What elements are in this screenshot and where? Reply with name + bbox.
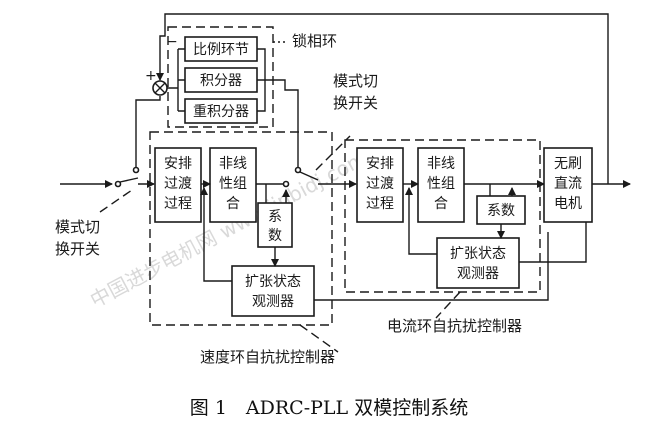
speed-eso-to-td: [200, 187, 232, 282]
current-nlsef-line3: 合: [434, 196, 448, 212]
current-eso-line1: 扩张状态: [450, 246, 506, 262]
sum-output-line: [135, 96, 161, 170]
top-feedback-line: [156, 13, 609, 184]
speed-td-line2: 过渡: [164, 176, 192, 192]
switch-left-blade: [119, 178, 154, 184]
speed-coef-line2: 数: [268, 228, 282, 244]
pll-dashed-box: [167, 26, 274, 128]
current-td-line2: 过渡: [366, 176, 394, 192]
switch-right-blade: [299, 171, 356, 184]
switch-left-leader: [99, 189, 133, 213]
current-eso-line2: 观测器: [457, 266, 499, 282]
switch-left-contact: [114, 180, 122, 188]
switch-right-leader: [315, 135, 351, 171]
speed-adrc-label: 速度环自抗扰控制器: [200, 348, 335, 366]
motor-line2: 直流: [554, 175, 582, 192]
sum-junction-cross: [154, 82, 166, 94]
speed-td-line1: 安排: [164, 156, 192, 172]
speed-adrc-dashed-box: [149, 131, 333, 326]
pll-output-line: [265, 79, 299, 168]
speed-adrc-leader: [299, 324, 339, 353]
current-adrc-leader: [435, 291, 461, 319]
figure-caption: 图 1 ADRC-PLL 双模控制系统: [190, 397, 468, 419]
speed-coef-line1: 系: [268, 209, 282, 225]
speed-eso-line2: 观测器: [252, 294, 294, 310]
current-td-line1: 安排: [366, 156, 394, 172]
speed-td-block: [154, 147, 202, 223]
current-adrc-label: 电流环自抗扰控制器: [387, 317, 522, 335]
speed-nlsef-block: [209, 147, 257, 223]
mode-switch-left-line1: 模式切: [55, 218, 100, 236]
pll-output-join: [257, 48, 266, 112]
pll-label: 锁相环: [292, 32, 337, 50]
sum-minus-sign: −: [166, 34, 178, 50]
current-adrc-dashed-box: [344, 139, 541, 293]
current-nlsef-line1: 非线: [427, 156, 455, 172]
switch-right-pll-contact: [294, 166, 302, 174]
speed-nlsef-line3: 合: [226, 196, 240, 212]
motor-block: [543, 147, 593, 223]
current-nlsef-block: [417, 147, 465, 223]
switch-left-pll-contact: [132, 166, 140, 174]
current-eso-block: [436, 237, 520, 289]
speed-nlsef-line2: 性组: [219, 176, 247, 192]
motor-line1: 无刷: [554, 156, 582, 172]
current-eso-to-td: [405, 187, 437, 255]
mode-switch-right-line1: 模式切: [333, 72, 378, 90]
mode-switch-left-line2: 换开关: [55, 240, 100, 258]
speed-eso-feedback: [314, 232, 549, 301]
sum-plus-sign: +: [145, 68, 157, 84]
integrator-label: 积分器: [200, 73, 242, 89]
switch-right-adrc-contact: [282, 180, 290, 188]
mode-switch-right-line2: 换开关: [333, 94, 378, 112]
speed-nlsef-line1: 非线: [219, 156, 247, 172]
speed-eso-line1: 扩张状态: [245, 274, 301, 290]
current-eso-feedback: [519, 222, 587, 263]
current-nlsef-line2: 性组: [427, 176, 455, 192]
current-coef-label: 系数: [487, 203, 515, 219]
speed-eso-block: [231, 265, 315, 317]
p-link-label: 比例环节: [193, 42, 249, 58]
current-td-line3: 过程: [366, 196, 394, 212]
speed-td-line3: 过程: [164, 196, 192, 212]
pll-input-fanout: [167, 48, 185, 112]
motor-line3: 电机: [554, 196, 582, 212]
double-integrator-label: 重积分器: [193, 104, 249, 120]
current-coef-block: [476, 195, 526, 225]
speed-coef-block: [257, 202, 293, 248]
current-td-block: [356, 147, 404, 223]
